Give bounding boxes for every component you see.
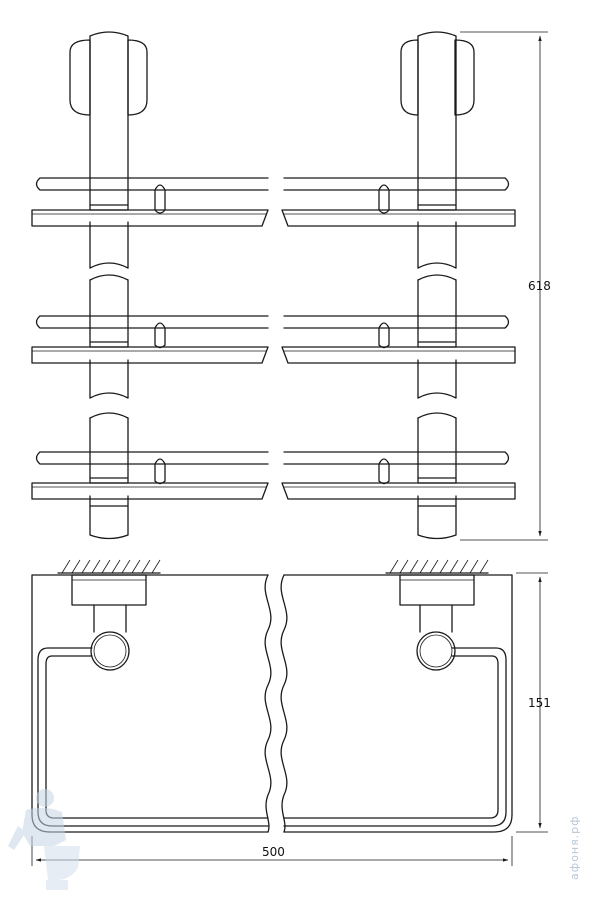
glass-shelf-outline-right xyxy=(283,574,513,833)
front-view: 618 xyxy=(31,31,551,541)
dimension-height-label: 618 xyxy=(528,279,551,293)
wall-hatch-left xyxy=(57,559,161,574)
shelf-tier-1 xyxy=(31,177,516,227)
break-line-left xyxy=(264,574,272,833)
dimension-width-label: 500 xyxy=(262,845,285,859)
dimension-depth-label: 151 xyxy=(528,696,551,710)
post-right xyxy=(417,31,457,540)
rail-right xyxy=(283,647,507,827)
wall-mount-right xyxy=(400,39,475,116)
dimension-height xyxy=(460,31,548,541)
glass-shelf-outline-left xyxy=(31,574,269,833)
mount-right-plan xyxy=(399,574,475,671)
wall-mount-left xyxy=(69,39,148,116)
plan-view: 151 500 xyxy=(31,559,551,866)
rail-left xyxy=(37,647,269,827)
wall-hatch-right xyxy=(385,559,489,574)
post-left xyxy=(89,31,129,540)
mount-left-plan xyxy=(71,574,147,671)
watermark-text: афоня.рф xyxy=(568,815,581,880)
dimension-depth xyxy=(516,572,548,833)
break-line-right xyxy=(280,574,288,833)
shelf-tier-2 xyxy=(31,315,516,364)
watermark-logo xyxy=(8,789,80,890)
shelf-tier-3 xyxy=(31,451,516,500)
